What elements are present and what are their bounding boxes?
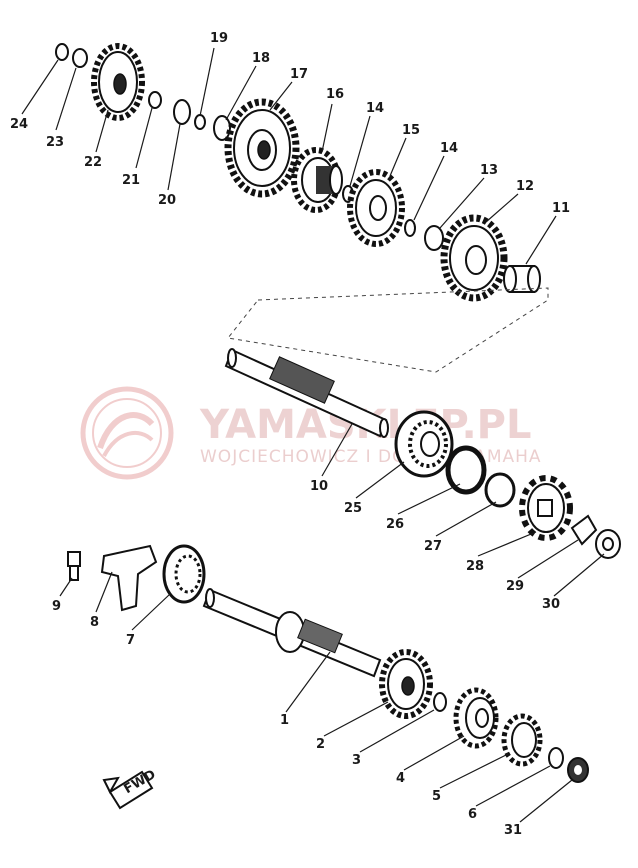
part-10-main-axle xyxy=(224,348,389,438)
watermark-logo-icon xyxy=(80,386,174,480)
assembly-outline xyxy=(227,287,549,373)
upper-shaft-gears xyxy=(55,43,541,302)
leader-lines xyxy=(21,47,605,823)
callout-23: 23 xyxy=(46,135,64,150)
part-24-circlip xyxy=(55,43,69,61)
part-31-nut xyxy=(567,757,589,783)
callout-28: 28 xyxy=(466,559,484,574)
callout-20: 20 xyxy=(158,193,176,208)
callout-9: 9 xyxy=(52,599,61,614)
callout-4: 4 xyxy=(396,771,405,786)
part-8-bearing-retainer xyxy=(100,544,158,612)
callout-22: 22 xyxy=(84,155,102,170)
part-15-gear xyxy=(347,169,405,247)
part-25-bearing xyxy=(394,410,454,478)
callout-29: 29 xyxy=(506,579,524,594)
callout-25: 25 xyxy=(344,501,362,516)
callout-6: 6 xyxy=(468,807,477,822)
part-11-bushing xyxy=(503,265,541,293)
callout-24: 24 xyxy=(10,117,28,132)
part-9-bolt xyxy=(67,551,81,581)
part-19-circlip xyxy=(194,114,206,130)
callout-11: 11 xyxy=(552,201,570,216)
callout-14-lower: 14 xyxy=(440,141,458,156)
callout-7: 7 xyxy=(126,633,135,648)
callout-1: 1 xyxy=(280,713,289,728)
callout-5: 5 xyxy=(432,789,441,804)
callout-labels: 24 23 22 21 20 19 18 17 16 14 15 14 13 1… xyxy=(10,31,570,838)
forward-direction-badge: FWD xyxy=(102,767,159,810)
part-4-gear xyxy=(453,687,499,749)
part-12-gear xyxy=(440,214,508,302)
callout-17: 17 xyxy=(290,67,308,82)
part-5-gear xyxy=(501,713,543,767)
callout-27: 27 xyxy=(424,539,442,554)
part-27-collar xyxy=(484,472,516,508)
callout-31: 31 xyxy=(504,823,522,838)
part-29-lock-washer xyxy=(570,514,598,546)
callout-21: 21 xyxy=(122,173,140,188)
callout-3: 3 xyxy=(352,753,361,768)
callout-8: 8 xyxy=(90,615,99,630)
part-30-nut xyxy=(595,529,621,559)
part-23-washer xyxy=(72,48,88,68)
callout-18: 18 xyxy=(252,51,270,66)
callout-15: 15 xyxy=(402,123,420,138)
callout-2: 2 xyxy=(316,737,325,752)
part-20-washer xyxy=(173,99,191,125)
part-16-gear xyxy=(291,147,343,213)
part-13-washer xyxy=(424,225,444,251)
callout-26: 26 xyxy=(386,517,404,532)
part-3-circlip xyxy=(433,692,447,712)
callout-19: 19 xyxy=(210,31,228,46)
part-18-washer xyxy=(213,115,231,141)
part-22-gear xyxy=(91,43,145,121)
callout-12: 12 xyxy=(516,179,534,194)
part-21-circlip xyxy=(148,91,162,109)
callout-30: 30 xyxy=(542,597,560,612)
part-6-washer xyxy=(548,747,564,769)
part-17-gear xyxy=(224,98,300,198)
part-26-oil-seal xyxy=(445,445,487,495)
part-2-gear xyxy=(379,649,433,719)
callout-16: 16 xyxy=(326,87,344,102)
callout-14-upper: 14 xyxy=(366,101,384,116)
part-7-bearing xyxy=(162,544,206,604)
part-1-drive-axle xyxy=(202,588,382,678)
watermark-subtitle: WOJCIECHOWICZ I DORSCH YAMAHA xyxy=(200,447,542,467)
part-28-sprocket xyxy=(519,475,573,541)
part-14-circlip-lower xyxy=(404,219,416,237)
callout-10: 10 xyxy=(310,479,328,494)
callout-13: 13 xyxy=(480,163,498,178)
